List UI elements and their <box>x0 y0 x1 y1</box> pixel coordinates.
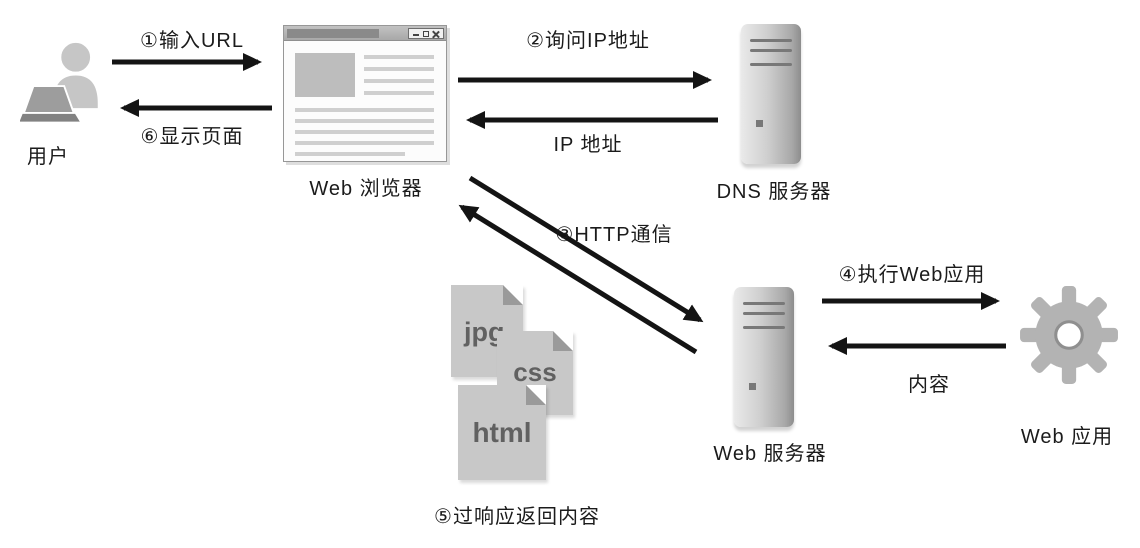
browser-text-line <box>364 91 434 95</box>
server-led <box>749 383 756 390</box>
dns-server-label: DNS 服务器 <box>716 181 832 203</box>
browser-text-line <box>364 55 434 59</box>
close-icon <box>432 30 439 37</box>
user-icon <box>20 40 100 124</box>
step1-label: ①输入URL <box>140 30 244 52</box>
browser-text-line <box>364 79 434 83</box>
file-css-label: css <box>513 357 557 387</box>
browser-label: Web 浏览器 <box>309 178 423 200</box>
user-label: 用户 <box>27 146 69 168</box>
browser-image-placeholder <box>295 53 355 97</box>
server-vent <box>743 302 785 305</box>
browser-text-line <box>364 67 434 71</box>
maximize-icon <box>422 30 429 37</box>
browser-text-line <box>295 119 434 123</box>
browser-text-line <box>295 130 434 134</box>
server-vent <box>743 312 785 315</box>
browser-text-line <box>295 108 434 112</box>
browser-window-icon <box>283 25 447 162</box>
window-controls-icon <box>408 28 444 39</box>
step5-label: ⑤过响应返回内容 <box>434 506 600 528</box>
step2-label: ②询问IP地址 <box>526 30 650 52</box>
step2-return-label: IP 地址 <box>553 134 623 156</box>
browser-text-line <box>295 141 434 145</box>
browser-title-fill <box>287 29 379 38</box>
minimize-icon <box>412 31 419 36</box>
web-server-label: Web 服务器 <box>713 443 827 465</box>
arrow-step3-http-response <box>458 204 698 355</box>
server-vent <box>750 63 792 66</box>
server-vent <box>750 39 792 42</box>
file-html-label: html <box>472 417 532 448</box>
browser-titlebar <box>284 26 446 41</box>
arrow-step3-http-request <box>468 175 704 323</box>
server-led <box>756 120 763 127</box>
browser-text-line <box>295 152 405 156</box>
step3-label: ③HTTP通信 <box>555 224 673 246</box>
web-server-icon <box>734 287 794 427</box>
server-vent <box>750 49 792 52</box>
step4-label: ④执行Web应用 <box>838 264 986 286</box>
server-vent <box>743 326 785 329</box>
web-app-label: Web 应用 <box>1020 426 1114 448</box>
gear-icon <box>1020 286 1118 384</box>
file-html-icon: html <box>458 385 546 480</box>
step6-label: ⑥显示页面 <box>140 126 244 148</box>
step4-return-label: 内容 <box>908 374 950 396</box>
dns-server-icon <box>741 24 801 164</box>
